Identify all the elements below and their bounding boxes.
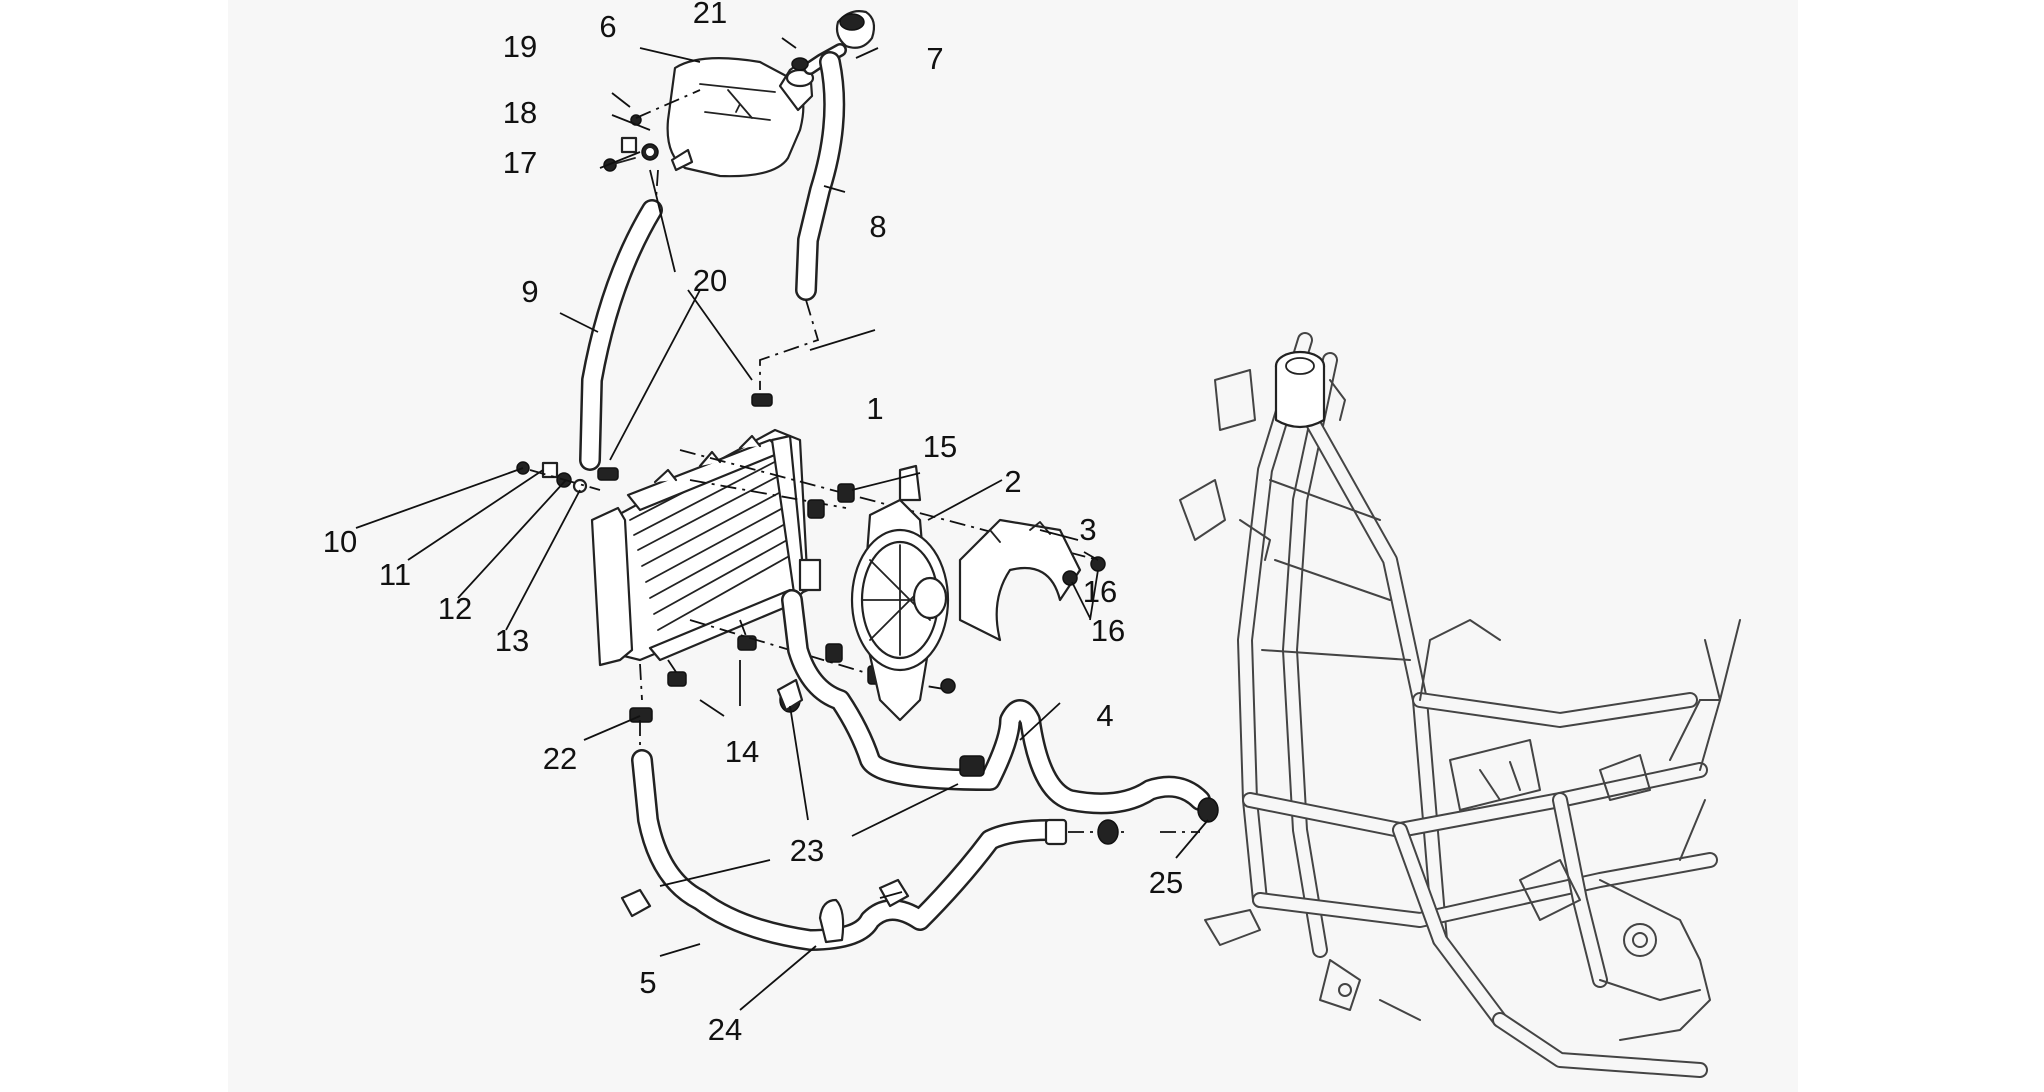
callout-14: 14	[725, 734, 759, 769]
callout-1: 1	[866, 391, 883, 426]
tank-to-radiator-hose	[579, 199, 663, 471]
callout-9: 9	[521, 274, 538, 309]
callout-3: 3	[1079, 512, 1096, 547]
radiator-outlet-hose	[781, 589, 1211, 815]
scooter-frame	[1179, 332, 1741, 1078]
callout-22: 22	[543, 741, 577, 776]
fan-shroud	[958, 518, 1082, 642]
callout-6: 6	[599, 9, 616, 44]
callout-5: 5	[639, 965, 656, 1000]
callout-2: 2	[1004, 464, 1021, 499]
callout-18: 18	[503, 95, 537, 130]
callout-24: 24	[708, 1012, 742, 1047]
callout-20: 20	[693, 263, 727, 298]
callout-21: 21	[693, 0, 727, 30]
radiator-inlet-hose	[631, 749, 1061, 951]
callout-23: 23	[790, 833, 824, 868]
callout-16-lower: 16	[1091, 613, 1125, 648]
callout-25: 25	[1149, 865, 1183, 900]
callout-17: 17	[503, 145, 537, 180]
leader-lines	[355, 37, 1209, 1011]
callout-15: 15	[923, 429, 957, 464]
callout-11: 11	[379, 557, 411, 592]
overflow-hose	[795, 51, 846, 301]
cooling-fan	[850, 464, 950, 722]
callout-16-upper: 16	[1083, 574, 1117, 609]
callout-10: 10	[323, 524, 357, 559]
callout-4: 4	[1096, 698, 1113, 733]
callout-7: 7	[926, 41, 943, 76]
callout-19: 19	[503, 29, 537, 64]
callout-8: 8	[869, 209, 886, 244]
expansion-tank	[666, 57, 815, 178]
radiator	[590, 428, 822, 667]
callout-12: 12	[438, 591, 472, 626]
callout-labels: 1 2 3 4 5 6 7 8 9 10 11 12 13 14 15 16 1…	[323, 0, 1183, 1047]
callout-13: 13	[495, 623, 529, 658]
filler-cap	[835, 10, 876, 49]
